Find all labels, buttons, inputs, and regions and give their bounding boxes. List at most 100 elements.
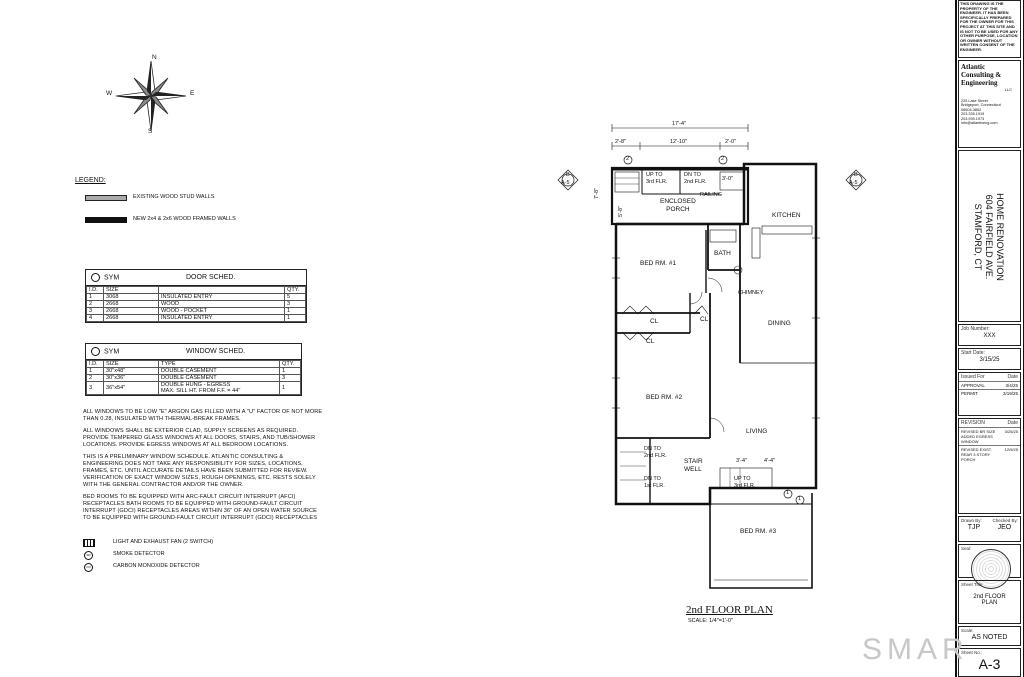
room-bed3: BED RM. #3 xyxy=(740,528,777,535)
dim-right: 2'-0" xyxy=(725,139,736,145)
legend-title: LEGEND: xyxy=(75,177,106,184)
project-text: HOME RENOVATION 604 FAIRFIELD AVE. STAMF… xyxy=(972,157,1005,317)
project-box: HOME RENOVATION 604 FAIRFIELD AVE. STAMF… xyxy=(958,150,1021,322)
label-dn-1st: DN TO 1st FLR. xyxy=(644,476,665,489)
table-row-cell: 3 xyxy=(86,381,104,395)
room-cl1: CL xyxy=(650,318,659,325)
table-row-cell: WOOD xyxy=(158,300,285,308)
compass-w: W xyxy=(106,90,113,97)
dim-stair-w: 3'-4" xyxy=(736,458,747,464)
table-row-cell: 30"x36" xyxy=(103,374,159,382)
phone-1: 203.335.1919 xyxy=(961,112,985,117)
revision-2-date: 12/5/25 xyxy=(1004,447,1018,452)
room-bath: BATH xyxy=(714,250,731,257)
table-row-cell: 36"x54" xyxy=(103,381,159,395)
plan-title: 2nd FLOOR PLAN xyxy=(686,604,773,616)
revision-1-date: 3/25/25 xyxy=(1004,429,1018,434)
disclaimer-text: THIS DRAWING IS THE PROPERTY OF THE ENGI… xyxy=(960,1,1018,52)
label-dn-2nd: DN TO 2nd FLR. xyxy=(684,172,707,185)
room-living: LIVING xyxy=(746,428,768,435)
address-3: 06604-3852 xyxy=(961,107,982,112)
legend-new: NEW 2x4 & 2x6 WOOD FRAMED WALLS xyxy=(133,216,236,222)
symbol-label-smoke: SMOKE DETECTOR xyxy=(113,551,165,557)
table-row-cell: 3 xyxy=(284,300,306,308)
scale-box: Scale: AS NOTED xyxy=(958,626,1021,646)
company-suffix: LLC xyxy=(1004,87,1012,92)
section-left-top: B xyxy=(566,172,570,178)
table-row-cell: INSULATED ENTRY xyxy=(158,293,285,301)
room-kitchen: KITCHEN xyxy=(772,212,801,219)
note-4: BED ROOMS TO BE EQUIPPED WITH ARC-FAULT … xyxy=(83,494,318,521)
revision-2: REVISED EXIST. REAR 3 STORY PORCH xyxy=(961,447,992,462)
table-row-cell: DOUBLE HUNG - EGRESS MAX. SILL HT. FROM … xyxy=(158,381,280,395)
table-row-cell: 1 xyxy=(279,381,301,395)
window-sched-sym: SYM xyxy=(104,348,120,356)
company-box: Atlantic Consulting & Engineering LLC 22… xyxy=(958,60,1021,148)
dim-porch-w: 3'-0" xyxy=(722,176,733,182)
table-header-row-cell: TYPE xyxy=(158,360,280,368)
dim-side: 7'-8" xyxy=(593,188,600,199)
disclaimer-box: THIS DRAWING IS THE PROPERTY OF THE ENGI… xyxy=(958,0,1021,58)
company-name: Atlantic Consulting & Engineering xyxy=(961,63,1002,87)
room-cl2: CL xyxy=(700,316,709,323)
section-right-top: B xyxy=(854,172,858,178)
sheet-title-2: PLAN xyxy=(981,600,998,606)
label-up-3rd-b: UP TO 3rd FLR. xyxy=(734,476,756,489)
issued-box: Issued For Date APPROVAL 3/4/25 PERMIT 3… xyxy=(958,372,1021,416)
table-header-row-cell: SIZE xyxy=(103,286,159,294)
label-chimney: CHIMNEY xyxy=(738,290,764,296)
floor-plan: 17'-4" 2'-8" 12'-10" 2'-0" 7'-8" 5'-8" 3… xyxy=(540,118,880,598)
table-row-cell: 2 xyxy=(86,300,104,308)
checked-label: Checked By: xyxy=(992,518,1018,523)
start-date: 3/15/25 xyxy=(979,357,1000,363)
table-header-row-cell: QTY. xyxy=(284,286,306,294)
drawn-label: Drawn By: xyxy=(961,518,982,523)
table-row-cell: 30"x48" xyxy=(103,367,159,375)
table-row-cell: WOOD - POCKET xyxy=(158,307,285,315)
project-line-3: STAMFORD, CT xyxy=(973,203,983,271)
room-enclosed-porch: ENCLOSED PORCH xyxy=(660,198,696,213)
company-logo: Atlantic Consulting & Engineering LLC xyxy=(961,63,1018,99)
table-row-cell: 4 xyxy=(86,314,104,322)
legend: LEGEND: EXISTING WOOD STUD WALLS NEW 2x4… xyxy=(75,177,275,223)
sheet-number: A-3 xyxy=(978,656,1001,672)
table-row-cell: DOUBLE CASEMENT xyxy=(158,374,280,382)
sheet-no-label: Sheet No.: xyxy=(961,650,983,655)
window-sched-title: WINDOW SCHED. xyxy=(186,348,246,355)
table-header-row-cell xyxy=(158,286,285,294)
door-tag-2: 2 xyxy=(721,156,725,162)
co-detector-icon: CO xyxy=(84,563,93,572)
start-label: Start Date: xyxy=(961,350,985,356)
symbol-legend: LIGHT AND EXHAUST FAN (2 SWITCH) SD SMOK… xyxy=(83,538,283,574)
job-number: XXX xyxy=(983,333,996,339)
phone-2: 203.939.1973 xyxy=(961,116,985,121)
compass-n: N xyxy=(152,54,157,61)
compass-rose-icon: N W E S xyxy=(106,54,196,136)
dim-overall: 17'-4" xyxy=(672,121,687,127)
issued-1: APPROVAL xyxy=(961,383,985,388)
email: info@atlanticeng.com xyxy=(961,121,998,126)
engineer-seal-icon xyxy=(971,549,1011,589)
table-row-cell: 2668 xyxy=(103,307,159,315)
table-row-cell: INSULATED ENTRY xyxy=(158,314,285,322)
table-row-cell: 1 xyxy=(279,367,301,375)
table-row-cell: 2668 xyxy=(103,300,159,308)
revision-date-label: Date xyxy=(1007,420,1018,426)
table-row-cell: 1 xyxy=(86,293,104,301)
table-header-row-cell: I.D. xyxy=(86,360,104,368)
door-tag-4: 1 xyxy=(798,496,802,502)
scale-label: Scale: xyxy=(961,628,974,633)
note-2: ALL WINDOWS SHALL BE EXTERIOR CLAD, SUPP… xyxy=(83,428,316,448)
table-row-cell: 2 xyxy=(86,374,104,382)
label-dn-2nd-b: DN TO 2nd FLR. xyxy=(644,446,667,459)
section-left-bottom: A-5 xyxy=(561,180,570,186)
table-row-cell: 1 xyxy=(86,367,104,375)
start-box: Start Date: 3/15/25 xyxy=(958,348,1021,370)
